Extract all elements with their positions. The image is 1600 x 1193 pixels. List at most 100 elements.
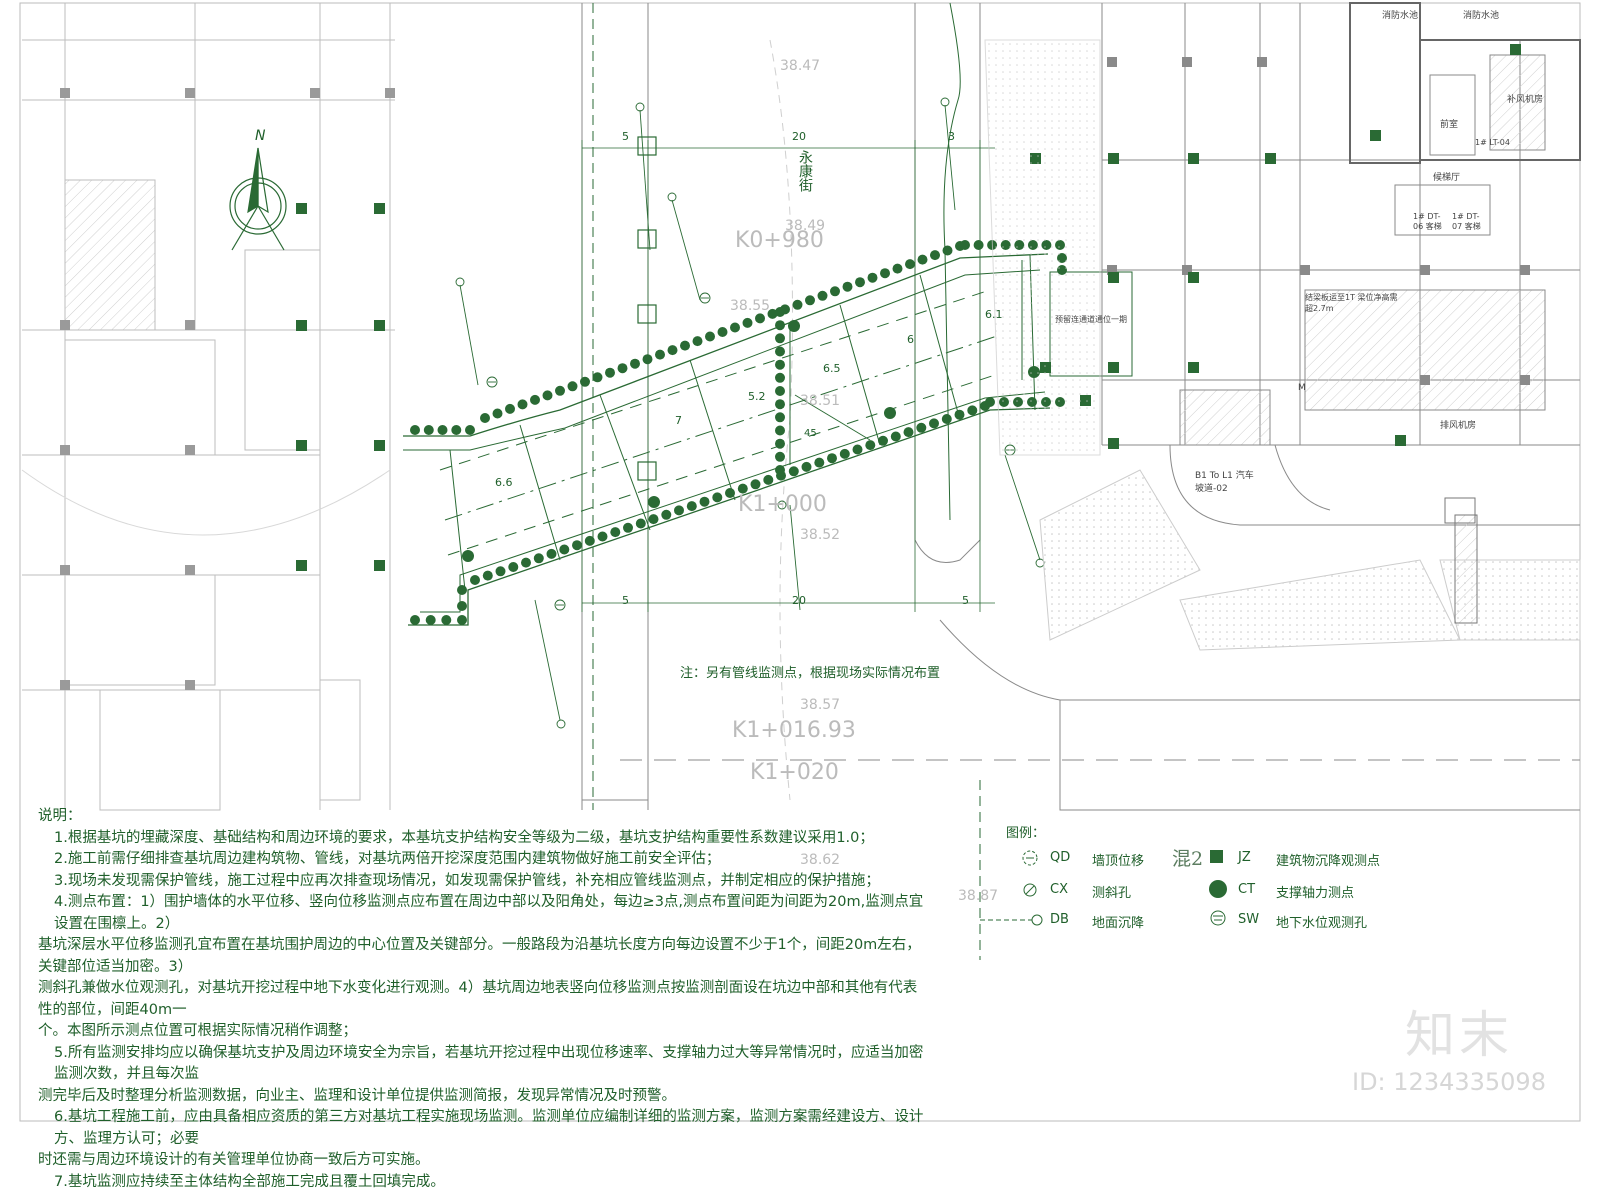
pile — [630, 359, 640, 369]
pile — [598, 532, 608, 542]
note-5b: 测完毕后及时整理分析监测数据，向业主、监理和设计单位提供监测简报，发现异常情况及… — [38, 1086, 928, 1108]
pile — [775, 333, 785, 343]
pile — [775, 386, 785, 396]
pile — [424, 425, 434, 435]
cx-code: CX — [1050, 882, 1068, 897]
pile — [605, 368, 615, 378]
pile — [521, 558, 531, 568]
pile — [789, 466, 799, 476]
pile — [840, 449, 850, 459]
pile — [763, 475, 773, 485]
note-6a: 6.基坑工程施工前，应由具备相应资质的第三方对基坑工程实施现场监测。监测单位应编… — [38, 1107, 928, 1150]
watermark-brand: 知末 — [1405, 995, 1513, 1067]
pile — [955, 410, 965, 420]
cx-icon — [1020, 880, 1040, 900]
pile — [518, 399, 528, 409]
pile — [843, 282, 853, 292]
pile — [805, 295, 815, 305]
ct-points — [462, 320, 1040, 562]
right-building — [1102, 3, 1580, 525]
pile — [465, 425, 475, 435]
qd-icon — [1020, 848, 1040, 868]
pile — [451, 425, 461, 435]
pile — [880, 268, 890, 278]
pile — [687, 501, 697, 511]
pile — [868, 273, 878, 283]
pile — [853, 445, 863, 455]
jz-code: JZ — [1238, 850, 1251, 865]
pile — [410, 425, 420, 435]
pile — [668, 345, 678, 355]
pile — [593, 372, 603, 382]
sw-code: SW — [1238, 912, 1259, 927]
pile — [775, 426, 785, 436]
design-notes: 说明： 1.根据基坑的埋藏深度、基础结构和周边环境的要求，本基坑支护结构安全等级… — [38, 806, 928, 1193]
note-2: 2.施工前需仔细排查基坑周边建构筑物、管线，对基坑两倍开挖深度范围内建筑物做好施… — [38, 849, 928, 871]
db-label: 地面沉降 — [1092, 912, 1144, 931]
pile — [985, 397, 995, 407]
pile — [649, 514, 659, 524]
ct-code: CT — [1238, 882, 1255, 897]
legend-title: 图例： — [1006, 822, 1045, 841]
pile — [916, 423, 926, 433]
pile — [457, 601, 467, 611]
pile — [718, 327, 728, 337]
pile — [426, 615, 436, 625]
pile — [693, 336, 703, 346]
pile — [655, 350, 665, 360]
pile — [865, 440, 875, 450]
pile — [441, 615, 451, 625]
notes-title: 说明： — [38, 806, 928, 828]
pile — [818, 291, 828, 301]
pile — [618, 363, 628, 373]
pile — [580, 377, 590, 387]
pile — [508, 562, 518, 572]
watermark-id: ID: 1234335098 — [1352, 1068, 1546, 1096]
pile — [534, 553, 544, 563]
pile — [775, 399, 785, 409]
retaining-piles — [410, 240, 1067, 625]
pile — [661, 510, 671, 520]
pile — [855, 277, 865, 287]
left-building — [22, 3, 395, 810]
note-1: 1.根据基坑的埋藏深度、基础结构和周边环境的要求，本基坑支护结构安全等级为二级，… — [38, 828, 928, 850]
pile — [775, 439, 785, 449]
sw-icon — [1208, 908, 1228, 928]
pile — [496, 566, 506, 576]
sw-label: 地下水位观测孔 — [1276, 912, 1367, 931]
pile — [904, 427, 914, 437]
pile — [636, 519, 646, 529]
pile — [480, 413, 490, 423]
pile — [891, 432, 901, 442]
pile — [775, 347, 785, 357]
pile — [470, 575, 480, 585]
pile — [493, 409, 503, 419]
note-6b: 时还需与周边环境设计的有关管理单位协商一致后方可实施。 — [38, 1150, 928, 1172]
pile — [827, 453, 837, 463]
pile — [755, 313, 765, 323]
concrete-mark: 混2 — [1172, 844, 1203, 871]
pile — [751, 479, 761, 489]
pile — [802, 462, 812, 472]
dimension-lines — [582, 140, 995, 612]
pile — [543, 390, 553, 400]
pile — [572, 540, 582, 550]
note-3: 3.现场未发现需保护管线，施工过程中应再次排查现场情况，如发现需保护管线，补充相… — [38, 871, 928, 893]
pile — [743, 318, 753, 328]
pile — [960, 240, 970, 250]
pile — [793, 300, 803, 310]
pile — [483, 571, 493, 581]
pile — [775, 465, 785, 475]
north-arrow — [230, 148, 286, 250]
pile — [974, 240, 984, 250]
db-icon — [980, 910, 1044, 930]
pile — [775, 452, 785, 462]
pile — [918, 255, 928, 265]
jz-icon — [1208, 848, 1226, 866]
pile — [559, 545, 569, 555]
pile — [705, 332, 715, 342]
pile — [674, 505, 684, 515]
pile — [410, 615, 420, 625]
pile — [438, 425, 448, 435]
note-7: 7.基坑监测应持续至主体结构全部施工完成且覆土回填完成。 — [38, 1172, 928, 1193]
